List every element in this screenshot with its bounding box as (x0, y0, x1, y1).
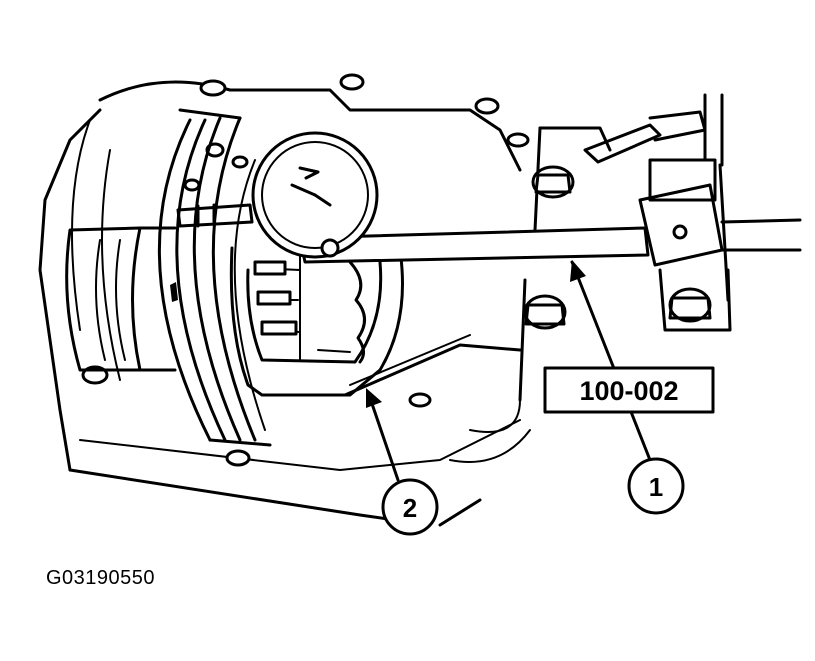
axle-housing (38, 80, 612, 527)
ring-gear (157, 108, 272, 447)
differential-case (229, 246, 522, 397)
callout-2-leader (366, 390, 400, 482)
axle-bearing (65, 226, 178, 372)
callout-1-number: 1 (649, 472, 663, 502)
tool-label-box: 100-002 (543, 366, 715, 414)
dial-indicator (176, 131, 379, 259)
housing-bolts (81, 73, 530, 467)
callout-1: 1 (627, 457, 685, 515)
callout-2-number: 2 (403, 493, 417, 523)
figure-id: G03190550 (46, 567, 156, 589)
callout-1-leader (570, 260, 652, 462)
bearing-cap-bracket (523, 165, 732, 332)
indicator-clamp (583, 93, 802, 302)
callout-2: 2 (381, 478, 439, 536)
tool-number-label: 100-002 (579, 376, 678, 406)
callout-leaders (366, 260, 652, 482)
